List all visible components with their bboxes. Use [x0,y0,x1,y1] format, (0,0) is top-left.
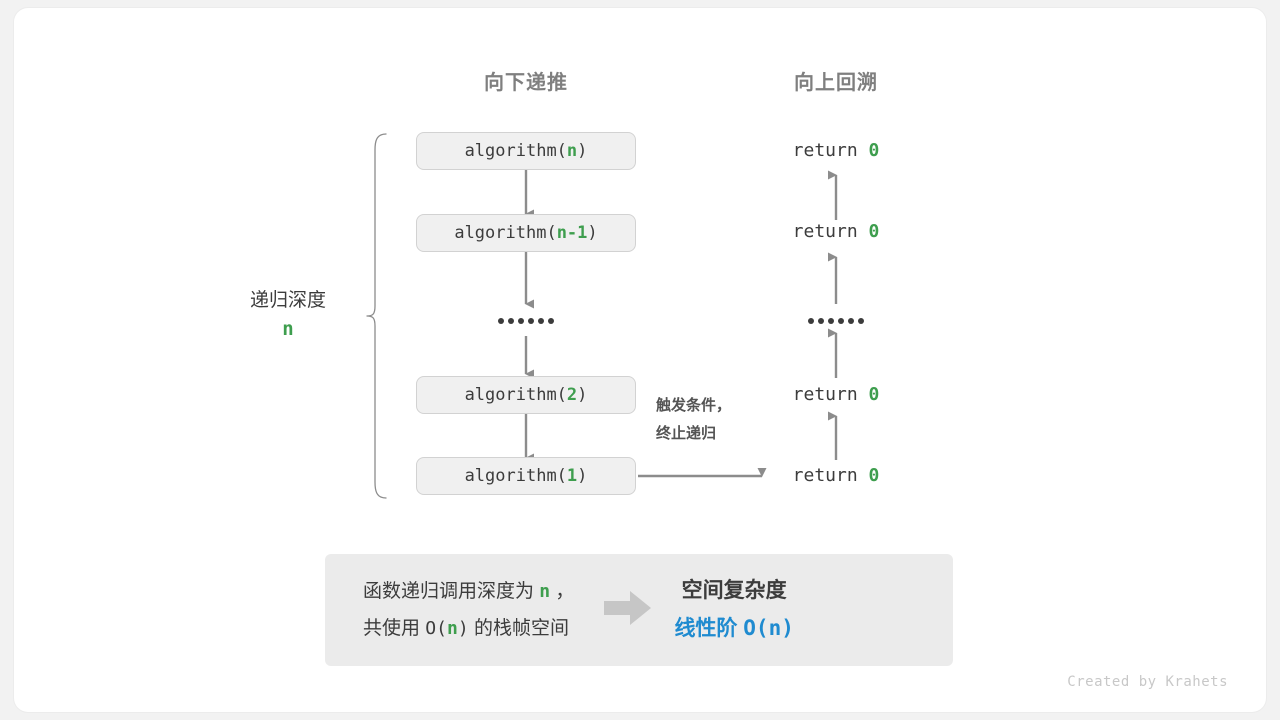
dot [828,318,834,324]
summary-conclusion: 空间复杂度 线性阶 O(n) [674,573,793,648]
complexity-value: 线性阶 O(n) [674,610,793,648]
column-header-up: 向上回溯 [794,72,878,94]
dot [808,318,814,324]
call-box-n[interactable]: algorithm(n) [416,132,636,170]
call-box-arg: n [566,141,578,161]
dot [518,318,524,324]
dot [508,318,514,324]
complexity-order-expr: O(n) [743,615,794,640]
call-box-prefix: algorithm( [464,466,567,486]
credit-footer: Created by Krahets [1067,674,1228,690]
return-label-4: return 0 [793,465,880,486]
return-label-3: return 0 [793,384,880,405]
call-box-1[interactable]: algorithm(1) [416,457,636,495]
call-box-prefix: algorithm( [464,141,567,161]
call-box-suffix: ) [587,223,598,243]
dot [858,318,864,324]
call-box-prefix: algorithm( [464,385,567,405]
dot [498,318,504,324]
ellipsis-dots-left [498,318,554,324]
call-box-prefix: algorithm( [454,223,557,243]
summary-line1-text-a: 函数递归调用深度为 [363,580,535,602]
ellipsis-dots-right [808,318,864,324]
summary-panel: 函数递归调用深度为 n ， 共使用 O(n) 的栈帧空间 空间复杂度 线性 [325,554,953,666]
dot [818,318,824,324]
return-value: 0 [868,465,880,486]
return-label-1: return 0 [793,140,880,161]
diagram-card: 向下递推 向上回溯 algorithm(n) algorithm(n-1) al… [14,8,1266,712]
call-box-2[interactable]: algorithm(2) [416,376,636,414]
dot [538,318,544,324]
summary-line2-bigo-close: ) [457,618,469,639]
call-box-suffix: ) [577,141,588,161]
call-box-suffix: ) [577,385,588,405]
recursion-depth-text: 递归深度 [249,290,327,311]
trigger-note-line2: 终止递归 [656,424,717,442]
summary-line1-text-b: ， [555,580,575,602]
recursion-depth-value: n [282,318,294,341]
implies-arrow-icon [604,590,652,631]
dot [528,318,534,324]
return-value: 0 [868,140,880,161]
return-value: 0 [868,384,880,405]
recursion-depth-label: 递归深度 n [250,286,326,345]
trigger-condition-note: 触发条件， 终止递归 [656,392,731,448]
call-box-n-minus-1[interactable]: algorithm(n-1) [416,214,636,252]
complexity-title: 空间复杂度 [681,578,787,602]
dot [548,318,554,324]
trigger-note-line1: 触发条件， [656,397,732,414]
summary-description: 函数递归调用深度为 n ， 共使用 O(n) 的栈帧空间 [325,573,574,647]
return-keyword: return [792,221,858,242]
summary-line1-n: n [539,580,551,602]
summary-line2-text-b: 的栈帧空间 [473,618,569,639]
call-box-suffix: ) [577,466,588,486]
summary-line-2: 共使用 O(n) 的栈帧空间 [363,610,574,647]
summary-line-1: 函数递归调用深度为 n ， [363,573,574,610]
call-box-arg: 1 [566,466,578,486]
dot [838,318,844,324]
call-box-arg: n-1 [556,223,588,243]
complexity-order-label: 线性阶 [674,616,738,640]
return-keyword: return [792,384,858,405]
call-box-arg: 2 [566,385,578,405]
dot [848,318,854,324]
summary-line2-text-a: 共使用 [363,618,421,639]
summary-line2-n: n [446,618,458,639]
return-value: 0 [868,221,880,242]
return-keyword: return [792,465,858,486]
depth-brace [366,133,387,499]
summary-line2-bigo-open: O( [425,618,447,639]
column-header-down: 向下递推 [484,72,568,94]
return-keyword: return [792,140,858,161]
return-label-2: return 0 [793,221,880,242]
